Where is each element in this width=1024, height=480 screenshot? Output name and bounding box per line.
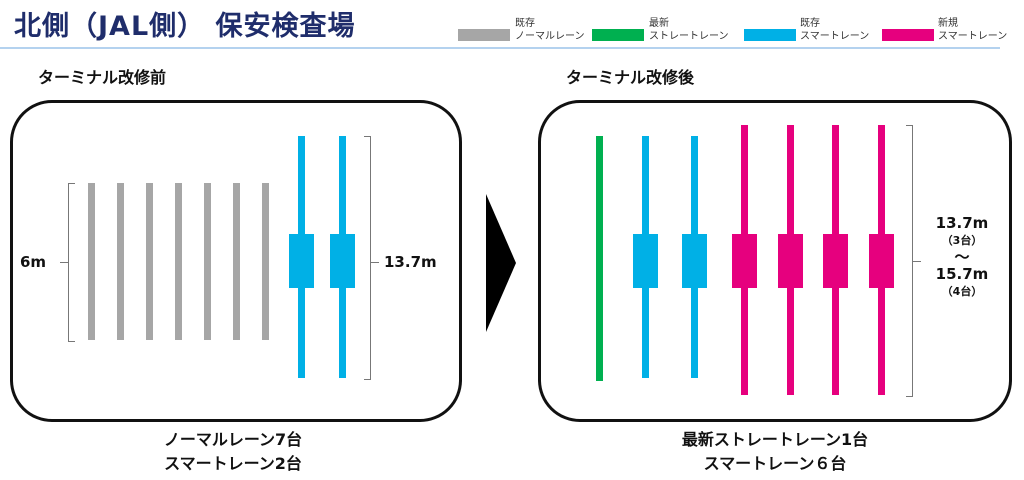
legend-swatch-normal: [458, 29, 510, 41]
normal-lane: [262, 183, 269, 340]
normal-lane: [117, 183, 124, 340]
smart-lane-new-scanner: [777, 234, 803, 288]
normal-lane: [175, 183, 182, 340]
legend-swatch-smart-existing: [744, 29, 796, 41]
bracket-tick: [60, 262, 68, 263]
caption-line: 最新ストレートレーン1台: [681, 430, 869, 449]
page-title: 北側（JAL側） 保安検査場: [14, 11, 356, 42]
smart-lane-new-scanner: [732, 234, 757, 288]
legend-item-straight: 最新ストレートレーン: [649, 17, 729, 43]
normal-lane: [88, 183, 95, 340]
title-divider: [0, 47, 1000, 49]
legend-item-smart-existing: 既存スマートレーン: [800, 17, 869, 43]
depth-range-label: 13.7m （3台） ～ 15.7m （4台）: [922, 215, 1002, 300]
normal-lane: [146, 183, 153, 340]
arrow-right-icon: [486, 194, 516, 332]
legend-item-normal: 既存ノーマルレーン: [515, 17, 585, 43]
legend-label: 既存: [515, 18, 535, 29]
legend-label: スマートレーン: [800, 31, 870, 42]
after-layout-box: [538, 100, 1012, 422]
legend-label: ノーマルレーン: [515, 31, 585, 42]
smart-lane-existing-scanner: [682, 234, 707, 288]
depth-max: 15.7m: [935, 265, 989, 283]
smart-lane-new-scanner: [823, 234, 848, 288]
legend-swatch-straight: [592, 29, 644, 41]
depth-label: 13.7m: [384, 253, 437, 271]
caption-line: ノーマルレーン7台: [163, 430, 303, 449]
straight-lane: [596, 136, 603, 381]
depth-min-note: （3台）: [941, 234, 983, 247]
legend-label: 最新: [649, 18, 669, 29]
caption-line: スマートレーン2台: [164, 454, 302, 473]
smart-lane-scanner: [289, 234, 314, 288]
smart-lane-new-scanner: [868, 234, 894, 288]
legend-label: ストレートレーン: [649, 31, 729, 42]
after-heading: ターミナル改修後: [566, 68, 695, 87]
depth-max-note: （4台）: [941, 285, 983, 298]
smart-lane-scanner: [330, 234, 355, 288]
before-heading: ターミナル改修前: [38, 68, 167, 87]
bracket-tick: [913, 261, 921, 262]
legend-swatch-smart-new: [882, 29, 934, 41]
depth-min: 13.7m: [935, 214, 989, 232]
width-label: 6m: [20, 253, 47, 271]
depth-bracket: [906, 125, 913, 397]
normal-lane: [204, 183, 211, 340]
caption-line: スマートレーン６台: [703, 454, 847, 473]
bracket-tick: [371, 262, 379, 263]
legend-label: スマートレーン: [938, 31, 1008, 42]
legend-label: 既存: [800, 18, 820, 29]
depth-bracket: [364, 136, 371, 380]
before-caption: ノーマルレーン7台 スマートレーン2台: [110, 428, 356, 476]
legend-label: 新規: [938, 18, 958, 29]
range-tilde: ～: [954, 248, 970, 266]
legend-item-smart-new: 新規スマートレーン: [938, 17, 1007, 43]
width-bracket: [68, 183, 75, 342]
before-layout-box: [10, 100, 462, 422]
after-caption: 最新ストレートレーン1台 スマートレーン６台: [640, 428, 910, 476]
normal-lane: [233, 183, 240, 340]
smart-lane-existing-scanner: [633, 234, 658, 288]
